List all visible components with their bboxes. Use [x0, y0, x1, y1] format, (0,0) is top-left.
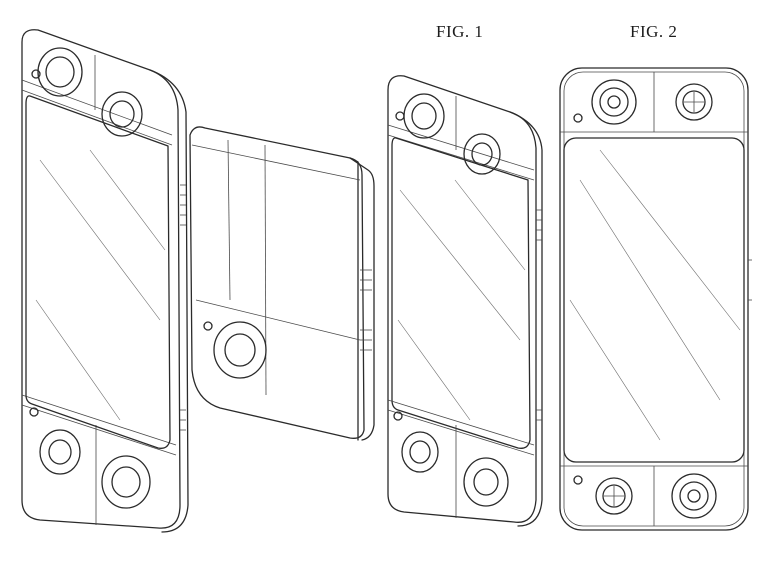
- device-folded: [189, 126, 375, 441]
- device-fig2: [559, 67, 752, 531]
- device-fig1: [387, 75, 543, 527]
- fig2-label: FIG. 2: [630, 22, 678, 41]
- device-perspective-large: [21, 29, 189, 533]
- fig1-label: FIG. 1: [436, 22, 484, 41]
